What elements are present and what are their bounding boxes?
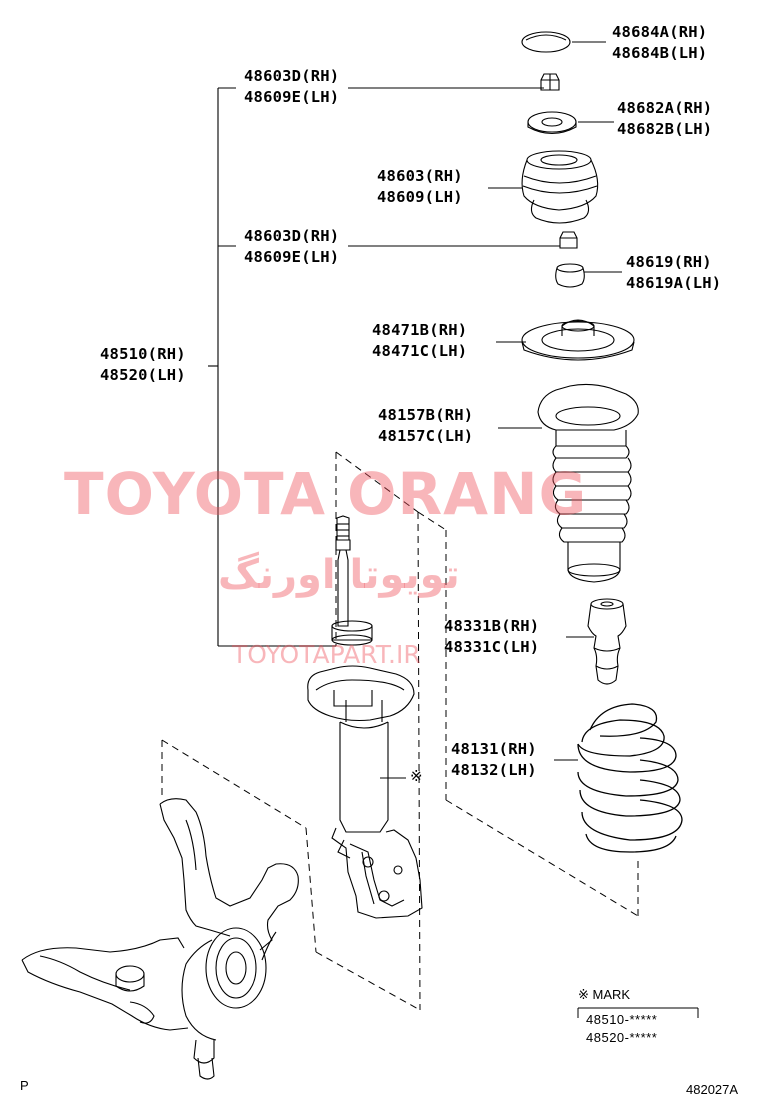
spacer-part <box>527 111 577 135</box>
coil-spring-part <box>577 703 683 853</box>
shock-absorber-part <box>307 515 423 919</box>
suspension-support-part <box>521 150 599 224</box>
insulator-boot-part <box>537 383 639 583</box>
mark-box-line-1: 48510-***** <box>586 1012 658 1027</box>
label-48157: 48157B(RH)48157C(LH) <box>378 406 474 445</box>
dashed-group-outlines <box>161 451 639 1011</box>
label-48510: 48510(RH)48520(LH) <box>100 345 186 384</box>
label-48619: 48619(RH)48619A(LH) <box>626 253 722 292</box>
steering-knuckle-part <box>21 798 299 1080</box>
mark-symbol: ※ <box>410 768 423 785</box>
label-48684: 48684A(RH)48684B(LH) <box>612 23 708 62</box>
label-48331: 48331B(RH)48331C(LH) <box>444 617 540 656</box>
bump-stopper-part <box>587 598 627 685</box>
label-48471: 48471B(RH)48471C(LH) <box>372 321 468 360</box>
label-48603: 48603(RH)48609(LH) <box>377 167 463 206</box>
mark-box-frame <box>577 1007 699 1018</box>
upper-nut-part <box>540 73 560 91</box>
label-48131: 48131(RH)48132(LH) <box>451 740 537 779</box>
mark-box-line-2: 48520-***** <box>586 1030 658 1045</box>
label-48682: 48682A(RH)48682B(LH) <box>617 99 713 138</box>
assembly-bracket <box>208 87 336 647</box>
mark-box-title: ※ MARK <box>578 987 631 1002</box>
middle-nut-part <box>559 231 578 249</box>
spring-seat-part <box>521 319 635 361</box>
bumper-part <box>555 263 585 288</box>
corner-label: P <box>20 1078 29 1093</box>
dust-cover-part <box>521 31 571 53</box>
leader-lines <box>348 41 622 761</box>
label-48603d-upper: 48603D(RH)48609E(LH) <box>244 67 340 106</box>
label-48603d-lower: 48603D(RH)48609E(LH) <box>244 227 340 266</box>
figure-code: 482027A <box>686 1082 739 1097</box>
